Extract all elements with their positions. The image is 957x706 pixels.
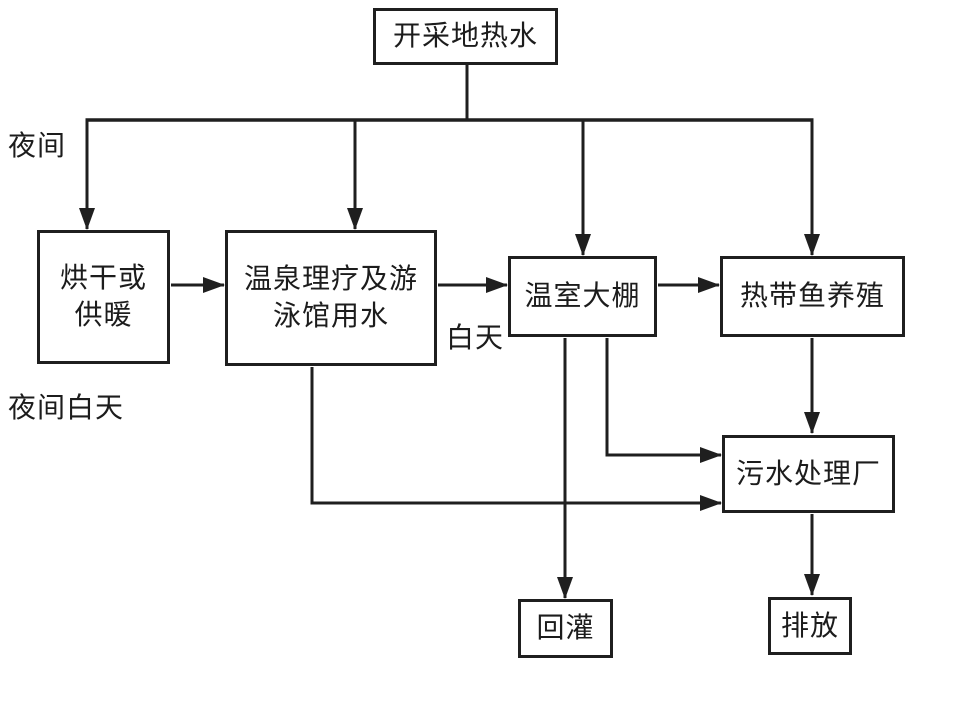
label-night-day: 夜间白天 bbox=[8, 391, 125, 424]
node-geothermal-water: 开采地热水 bbox=[373, 8, 558, 65]
label-night: 夜间 bbox=[8, 129, 67, 162]
node-spa-and-swimming-pool: 温泉理疗及游 泳馆用水 bbox=[225, 230, 437, 366]
label-day: 白天 bbox=[446, 321, 505, 354]
node-drying-or-heating: 烘干或 供暖 bbox=[37, 230, 170, 364]
node-recharge: 回灌 bbox=[518, 599, 613, 658]
connector-spa-to-sewage bbox=[310, 367, 722, 511]
connector-greenhouse-to-sewage bbox=[605, 338, 722, 463]
node-sewage-treatment-plant: 污水处理厂 bbox=[722, 435, 895, 513]
node-greenhouse: 温室大棚 bbox=[508, 256, 657, 337]
node-tropical-fish-farming: 热带鱼养殖 bbox=[720, 256, 905, 337]
node-discharge: 排放 bbox=[768, 597, 852, 655]
